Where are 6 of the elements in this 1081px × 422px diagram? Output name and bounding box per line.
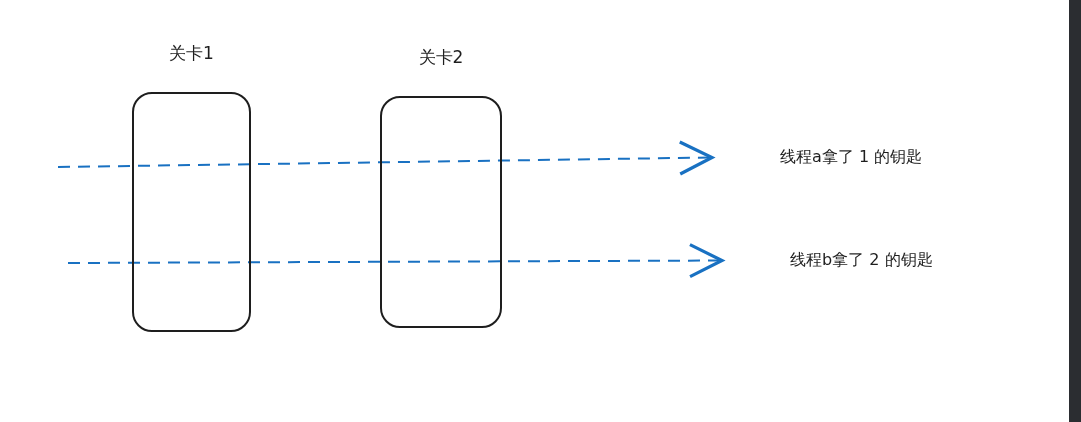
box-heading: 关卡1 [168, 42, 215, 65]
box-heading: 关卡2 [417, 46, 465, 69]
dashed-arrow [57, 140, 714, 176]
dashed-arrow [67, 243, 724, 279]
note-text: 线程b拿了 2 的钥匙 [790, 250, 933, 271]
note-text: 线程a拿了 1 的钥匙 [780, 147, 923, 168]
